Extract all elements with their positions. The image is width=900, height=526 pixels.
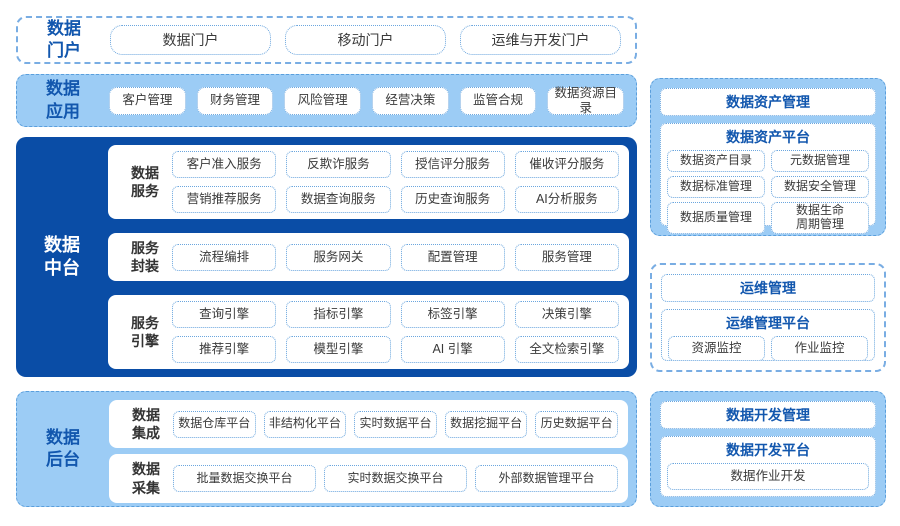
data-service-items: 客户准入服务反欺诈服务授信评分服务催收评分服务营销推荐服务数据查询服务历史查询服…: [172, 151, 619, 213]
ops-item: 资源监控: [668, 336, 765, 361]
data-collection-items: 批量数据交换平台实时数据交换平台外部数据管理平台: [173, 465, 618, 493]
service-engine-item: 查询引擎: [172, 301, 277, 328]
data-asset-item: 数据生命 周期管理: [771, 202, 869, 234]
application-item: 客户管理: [109, 86, 186, 115]
ops-item: 作业监控: [771, 336, 868, 361]
application-section: 数据 应用 客户管理财务管理风险管理经营决策监管合规数据资源目录: [16, 74, 637, 127]
application-item: 数据资源目录: [547, 86, 625, 115]
data-asset-platform-title: 数据资产平台: [726, 129, 810, 145]
application-section-label: 数据 应用: [46, 79, 80, 121]
data-collection-item: 实时数据交换平台: [324, 465, 467, 493]
data-dev-panel-header: 数据开发管理: [660, 401, 876, 429]
data-service-item: 营销推荐服务: [172, 186, 277, 213]
data-service-item: 客户准入服务: [172, 151, 277, 178]
data-integration-items: 数据仓库平台非结构化平台实时数据平台数据挖掘平台历史数据平台: [173, 410, 618, 438]
service-wrapper-item: 服务网关: [286, 243, 391, 271]
service-engine-item: 推荐引擎: [172, 336, 277, 363]
service-wrapper-item: 流程编排: [172, 243, 277, 271]
application-item: 经营决策: [372, 86, 449, 115]
ops-platform-box: 运维管理平台 资源监控作业监控: [661, 309, 875, 361]
portal-item: 运维与开发门户: [460, 25, 621, 55]
middle-platform-label: 数据 中台: [44, 234, 80, 278]
data-dev-item: 数据作业开发: [667, 463, 869, 490]
ops-platform-items: 资源监控作业监控: [668, 336, 868, 361]
data-dev-platform-title: 数据开发平台: [726, 442, 810, 458]
backend-section-label: 数据 后台: [46, 427, 80, 469]
data-collection-group: 数据 采集 批量数据交换平台实时数据交换平台外部数据管理平台: [109, 454, 628, 503]
data-asset-item: 元数据管理: [771, 150, 869, 172]
data-collection-item: 批量数据交换平台: [173, 465, 316, 493]
service-wrapper-item: 服务管理: [514, 243, 619, 271]
data-service-item: 历史查询服务: [400, 186, 505, 213]
data-service-item: 授信评分服务: [400, 151, 505, 178]
service-wrapper-group-label: 服务 封装: [131, 239, 159, 274]
service-engine-group: 服务 引擎 查询引擎指标引擎标签引擎决策引擎推荐引擎模型引擎 AI 引擎全文检索引…: [108, 295, 629, 369]
portal-item: 移动门户: [285, 25, 446, 55]
data-service-group-label: 数据 服务: [131, 164, 159, 199]
data-integration-item: 数据挖掘平台: [444, 410, 528, 438]
portal-item: 数据门户: [110, 25, 271, 55]
service-engine-items: 查询引擎指标引擎标签引擎决策引擎推荐引擎模型引擎 AI 引擎全文检索引擎: [172, 301, 619, 363]
application-item: 监管合规: [459, 86, 537, 115]
data-integration-group-label: 数据 集成: [132, 407, 160, 442]
data-service-item: AI分析服务: [514, 186, 619, 213]
data-integration-item: 实时数据平台: [354, 410, 437, 438]
data-asset-item: 数据安全管理: [771, 176, 869, 198]
service-engine-item: 决策引擎: [514, 301, 619, 328]
ops-platform-title: 运维管理平台: [726, 315, 810, 331]
data-integration-group: 数据 集成 数据仓库平台非结构化平台实时数据平台数据挖掘平台历史数据平台: [109, 400, 628, 449]
data-asset-panel: 数据资产管理 数据资产平台 数据资产目录元数据管理数据标准管理数据安全管理数据质…: [650, 78, 886, 236]
ops-management-panel-header: 运维管理: [661, 274, 875, 302]
data-collection-group-label: 数据 采集: [132, 461, 160, 496]
application-item: 财务管理: [196, 86, 274, 115]
data-asset-panel-header: 数据资产管理: [660, 88, 876, 116]
data-service-item: 催收评分服务: [514, 151, 619, 178]
ops-management-panel: 运维管理 运维管理平台 资源监控作业监控: [650, 263, 886, 372]
service-engine-item: 全文检索引擎: [514, 336, 619, 363]
backend-content: 数据 集成 数据仓库平台非结构化平台实时数据平台数据挖掘平台历史数据平台 数据 …: [109, 392, 636, 506]
data-integration-item: 非结构化平台: [263, 410, 347, 438]
data-asset-item: 数据质量管理: [667, 202, 765, 234]
data-service-group: 数据 服务 客户准入服务反欺诈服务授信评分服务催收评分服务营销推荐服务数据查询服…: [108, 145, 629, 219]
service-engine-item: AI 引擎: [400, 336, 505, 363]
application-item: 风险管理: [284, 86, 362, 115]
portal-section-label: 数据 门户: [47, 18, 81, 60]
service-engine-item: 模型引擎: [286, 336, 391, 363]
service-engine-item: 标签引擎: [400, 301, 505, 328]
backend-section: 数据 后台 数据 集成 数据仓库平台非结构化平台实时数据平台数据挖掘平台历史数据…: [16, 391, 637, 507]
data-collection-item: 外部数据管理平台: [475, 465, 618, 493]
data-service-item: 反欺诈服务: [286, 151, 391, 178]
data-service-item: 数据查询服务: [286, 186, 391, 213]
middle-platform-content: 数据 服务 客户准入服务反欺诈服务授信评分服务催收评分服务营销推荐服务数据查询服…: [108, 137, 637, 377]
service-wrapper-items: 流程编排服务网关配置管理服务管理: [172, 243, 619, 271]
service-wrapper-group: 服务 封装 流程编排服务网关配置管理服务管理: [108, 232, 629, 282]
data-asset-platform-items: 数据资产目录元数据管理数据标准管理数据安全管理数据质量管理数据生命 周期管理: [667, 150, 869, 234]
application-items-row: 客户管理财务管理风险管理经营决策监管合规数据资源目录: [109, 86, 625, 115]
data-dev-platform-items: 数据作业开发: [667, 463, 869, 490]
data-asset-item: 数据标准管理: [667, 176, 765, 198]
data-integration-item: 数据仓库平台: [173, 410, 256, 438]
data-dev-platform-box: 数据开发平台 数据作业开发: [660, 436, 876, 497]
portal-items-row: 数据门户移动门户运维与开发门户: [110, 25, 621, 55]
data-integration-item: 历史数据平台: [535, 410, 618, 438]
portal-section: 数据 门户 数据门户移动门户运维与开发门户: [16, 16, 637, 64]
data-dev-panel: 数据开发管理 数据开发平台 数据作业开发: [650, 391, 886, 507]
service-engine-group-label: 服务 引擎: [131, 314, 159, 349]
service-engine-item: 指标引擎: [286, 301, 391, 328]
data-asset-platform-box: 数据资产平台 数据资产目录元数据管理数据标准管理数据安全管理数据质量管理数据生命…: [660, 123, 876, 234]
data-asset-item: 数据资产目录: [667, 150, 765, 172]
middle-platform-section: 数据 中台 数据 服务 客户准入服务反欺诈服务授信评分服务催收评分服务营销推荐服…: [16, 137, 637, 377]
service-wrapper-item: 配置管理: [400, 243, 505, 271]
